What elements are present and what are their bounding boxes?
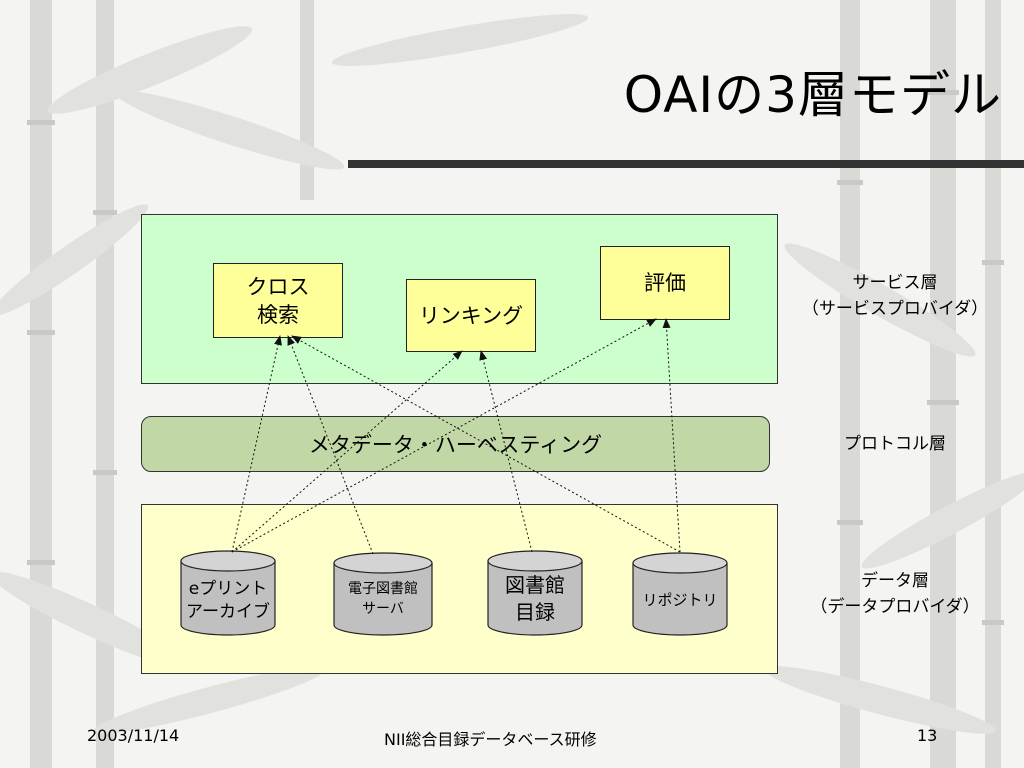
- eprint-archive-cylinder: eプリント アーカイブ: [180, 550, 276, 636]
- slide-title: OAIの3層モデル: [623, 66, 1002, 124]
- catalog-label-line2: 目録: [515, 600, 555, 624]
- page-number: 13: [917, 726, 938, 745]
- linking-label: リンキング: [418, 303, 524, 328]
- service-layer-label-line2: （サービスプロバイダ）: [801, 299, 989, 319]
- repository-cylinder: リポジトリ: [632, 552, 728, 636]
- protocol-layer-label-text: プロトコル層: [844, 434, 946, 454]
- cylinder-shape: [632, 552, 728, 636]
- title-underline: [348, 160, 1024, 168]
- eprint-label-line1: eプリント: [188, 579, 268, 599]
- footer-date: 2003/11/14: [87, 726, 180, 745]
- service-layer-label: サービス層 （サービスプロバイダ）: [790, 270, 1000, 322]
- data-layer-label-line1: データ層: [861, 571, 929, 591]
- service-layer-label-line1: サービス層: [852, 273, 938, 293]
- repository-label: リポジトリ: [642, 591, 718, 609]
- protocol-layer-panel: メタデータ・ハーベスティング: [141, 416, 770, 472]
- cross-search-line1: クロス: [246, 274, 310, 299]
- data-layer-label-line2: （データプロバイダ）: [810, 597, 980, 617]
- protocol-layer-label: プロトコル層: [790, 431, 1000, 457]
- footer-course-name: NII総合目録データベース研修: [384, 730, 597, 749]
- data-layer-label: データ層 （データプロバイダ）: [790, 568, 1000, 620]
- cross-search-line2: 検索: [257, 302, 299, 327]
- evaluation-box: 評価: [600, 246, 730, 320]
- cylinder-shape: [487, 550, 583, 636]
- cylinder-shape: [333, 552, 433, 636]
- cross-search-box: クロス 検索: [213, 263, 343, 338]
- metadata-harvesting-label: メタデータ・ハーベスティング: [308, 433, 603, 457]
- eprint-label-line2: アーカイブ: [186, 602, 270, 622]
- evaluation-label: 評価: [644, 271, 686, 295]
- cylinder-shape: [180, 550, 276, 636]
- library-catalog-cylinder: 図書館 目録: [487, 550, 583, 636]
- digital-library-server-cylinder: 電子図書館 サーバ: [333, 552, 433, 636]
- elib-label-line1: 電子図書館: [348, 581, 418, 597]
- catalog-label-line1: 図書館: [505, 573, 565, 597]
- linking-box: リンキング: [406, 279, 536, 352]
- elib-label-line2: サーバ: [362, 601, 404, 617]
